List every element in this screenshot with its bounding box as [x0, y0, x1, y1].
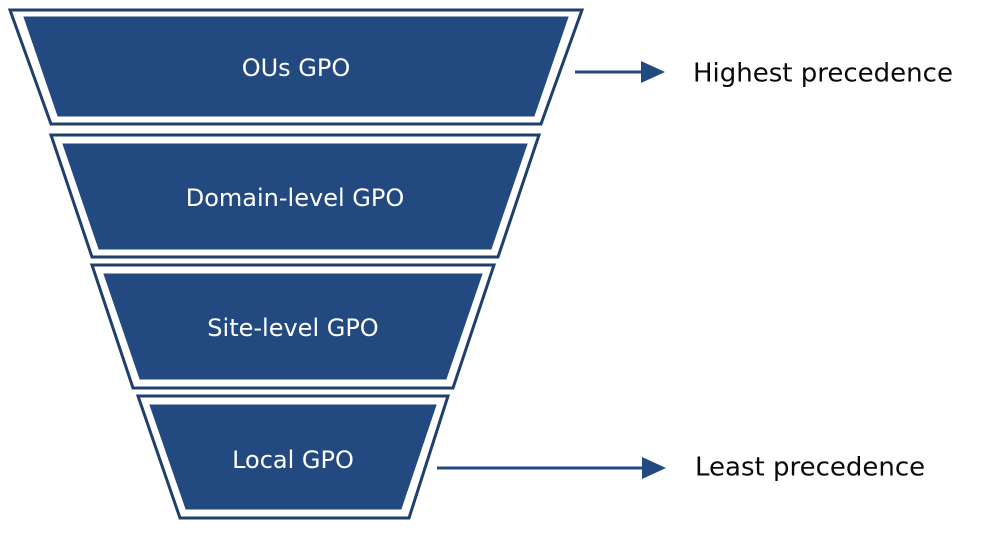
- tier-label-site-level-gpo: Site-level GPO: [207, 314, 378, 342]
- tier-label-ous-gpo: OUs GPO: [242, 54, 351, 82]
- least-precedence-label: Least precedence: [695, 453, 925, 483]
- highest-precedence-label: Highest precedence: [693, 59, 953, 89]
- funnel-tier-local-gpo: Local GPO: [135, 394, 451, 520]
- tier-label-domain-level-gpo: Domain-level GPO: [186, 184, 404, 212]
- funnel-tier-site-level-gpo: Site-level GPO: [89, 263, 497, 390]
- least-precedence-arrow: [437, 457, 666, 479]
- highest-precedence-arrow: [575, 61, 665, 83]
- funnel-tier-ous-gpo: OUs GPO: [7, 8, 585, 126]
- funnel-tier-domain-level-gpo: Domain-level GPO: [48, 133, 542, 259]
- tier-label-local-gpo: Local GPO: [232, 446, 354, 474]
